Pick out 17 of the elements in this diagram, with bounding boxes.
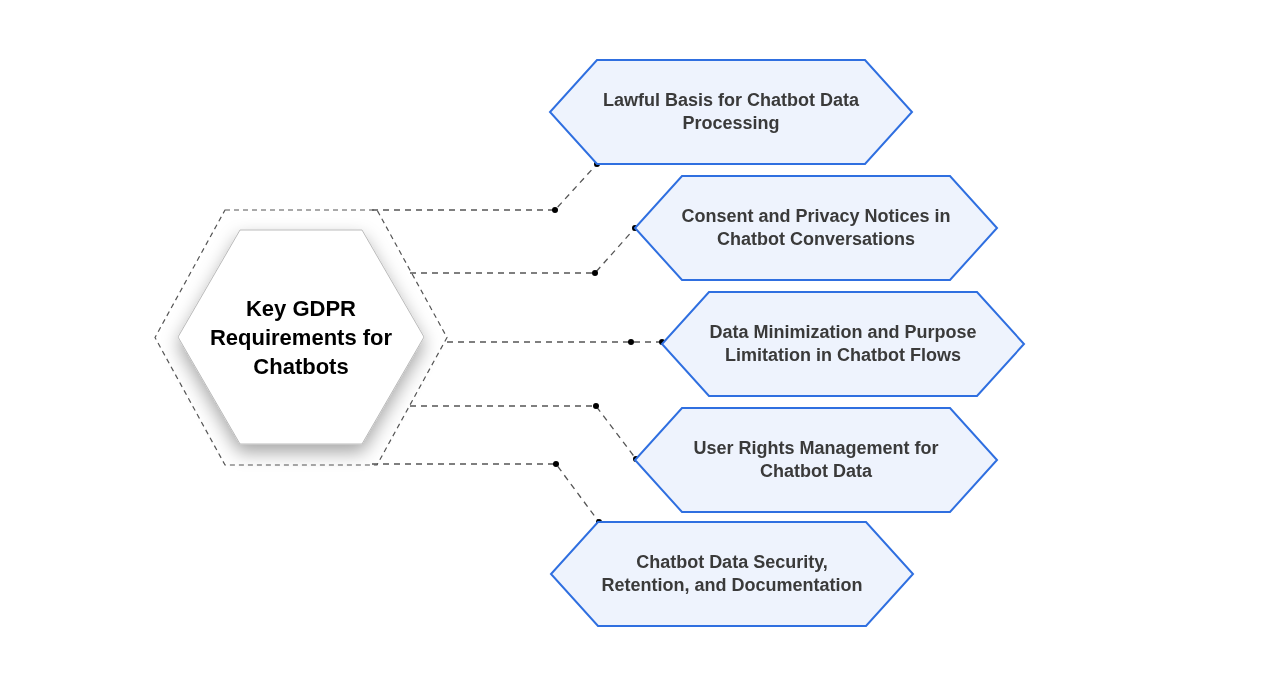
requirement-hexagon [550, 60, 912, 164]
connector-line [371, 461, 602, 523]
requirement-hexagon [662, 292, 1024, 396]
connector-line [409, 403, 637, 462]
connector-line [409, 225, 636, 276]
requirement-text: Data Minimization and Purpose Limitation in Chatbot Flows [708, 321, 978, 367]
requirement-hexagon [551, 522, 913, 626]
requirement-hexagon [635, 408, 997, 512]
requirement-hexagon [635, 176, 997, 280]
requirement-text: User Rights Management for Chatbot Data [692, 437, 940, 483]
hub-title: Key GDPR Requirements for Chatbots [208, 294, 394, 381]
hub-hexagon [155, 210, 447, 465]
requirement-text: Chatbot Data Security, Retention, and Documentation [600, 551, 864, 597]
requirement-text: Consent and Privacy Notices in Chatbot Conversations [681, 205, 951, 251]
connector-line [446, 339, 663, 345]
requirement-text: Lawful Basis for Chatbot Data Processing [602, 89, 860, 135]
connector-line [371, 163, 600, 213]
